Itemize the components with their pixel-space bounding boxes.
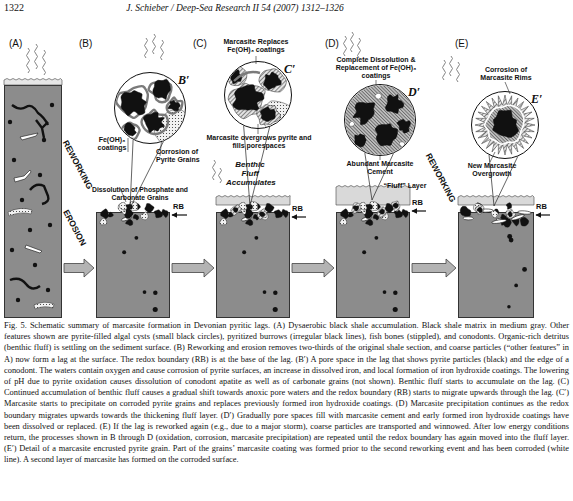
detail-label: C′ xyxy=(284,62,295,77)
sediment-column: (E) xyxy=(458,212,534,318)
process-label: EROSION xyxy=(60,208,87,247)
sediment-column: (D) xyxy=(336,212,410,318)
settling-fluff xyxy=(43,50,46,75)
settling-fluff xyxy=(358,38,361,58)
benthic-fluff xyxy=(458,196,534,206)
pyrite-particle xyxy=(134,203,141,210)
settling-fluff xyxy=(161,40,164,60)
detail-label: B′ xyxy=(178,73,189,88)
detail-label: E′ xyxy=(531,92,542,107)
process-arrow xyxy=(64,259,94,277)
callout-text: Fe(OH)₃ coatings xyxy=(90,136,134,152)
process-arrow xyxy=(412,259,456,277)
running-head: J. Schieber / Deep-Sea Research II 54 (2… xyxy=(95,3,375,14)
fish-bone xyxy=(119,202,127,209)
panel-label: (C) xyxy=(193,38,207,49)
redox-arrow xyxy=(292,216,306,217)
settling-fluff xyxy=(344,36,347,56)
panel-label: (E) xyxy=(455,38,468,49)
settling-fluff xyxy=(153,34,156,54)
detail-circle: B′ xyxy=(114,72,186,144)
process-arrow xyxy=(172,259,214,277)
redox-boundary-label: RB xyxy=(173,203,184,212)
callout-text: New Marcasite Overgrowth xyxy=(458,162,526,178)
settling-fluff xyxy=(213,160,216,180)
benthic-fluff xyxy=(216,196,290,206)
fish-bone xyxy=(359,202,367,209)
marcasite-rim xyxy=(392,201,400,211)
detail-circle: D′ xyxy=(344,84,416,156)
pyrite-particle xyxy=(506,203,511,210)
redox-arrow xyxy=(536,214,550,215)
pyrite-particle xyxy=(393,203,399,208)
pyrite-particle xyxy=(246,204,253,210)
pyrite-particle xyxy=(254,203,261,210)
sediment-column: (A) xyxy=(4,85,62,318)
settling-fluff xyxy=(35,44,38,69)
settling-fluff xyxy=(27,48,30,73)
detail-illustration xyxy=(344,84,416,156)
redox-boundary-label: RB xyxy=(292,205,303,214)
process-label: REWORKING xyxy=(60,139,94,191)
redox-arrow xyxy=(412,210,426,211)
detail-label: D′ xyxy=(408,85,420,100)
pyrite-particle xyxy=(476,203,482,209)
panel-label: (A) xyxy=(9,38,22,49)
marcasite-cement xyxy=(344,84,416,156)
fish-bone xyxy=(369,201,378,211)
settling-fluff xyxy=(443,60,446,80)
callout-text: Corrosion of Marcasite Rims xyxy=(470,66,542,82)
pyrite-particle xyxy=(366,204,373,210)
callout-text: Marcasite Replaces Fe(OH)₃ coatings xyxy=(213,38,299,54)
pyrite-particle xyxy=(353,206,359,212)
fish-bone xyxy=(249,201,258,211)
redox-boundary-label: RB xyxy=(412,199,423,208)
process-label: Benthic Fluff Accumulates xyxy=(226,160,274,188)
pyrite-particle xyxy=(374,203,381,210)
leader-line xyxy=(128,138,129,152)
sediment-column: (C) xyxy=(216,212,290,318)
callout-text: Corrosion of Pyrite Grains xyxy=(156,148,206,164)
process-arrow xyxy=(292,259,334,277)
settling-fluff xyxy=(351,32,354,52)
settling-fluff xyxy=(457,62,460,82)
fish-bone xyxy=(129,201,138,211)
redox-boundary-label: RB xyxy=(536,203,547,212)
magnifier-line xyxy=(365,153,372,200)
callout-text: Marcasite overgrows pyrite and fills por… xyxy=(206,134,312,150)
panel-label: (D) xyxy=(325,38,339,49)
detail-circle: C′ xyxy=(224,61,292,129)
settling-fluff xyxy=(450,56,453,76)
redox-arrow xyxy=(172,214,187,215)
fish-bone xyxy=(239,202,247,209)
pyrite-particle xyxy=(126,204,133,210)
page-number: 1322 xyxy=(4,2,24,14)
settling-fluff xyxy=(145,38,148,58)
figure-caption: Fig. 5. Schematic summary of marcasite f… xyxy=(4,320,569,466)
panel-label: (B) xyxy=(79,38,92,49)
callout-text: “Fluff” Layer xyxy=(380,182,430,190)
detail-circle: E′ xyxy=(471,91,539,159)
process-label: REWORKING xyxy=(423,152,457,204)
fish-bone xyxy=(473,203,482,211)
callout-text: Abundant Marcasite Cement xyxy=(340,160,420,176)
callout-text: Dissolution of Phosphate and Carbonate G… xyxy=(92,186,188,202)
sediment-column: (B) xyxy=(96,212,170,318)
callout-text: Complete Dissolution & Replacement of Fe… xyxy=(330,56,422,80)
settling-fluff xyxy=(219,168,222,183)
